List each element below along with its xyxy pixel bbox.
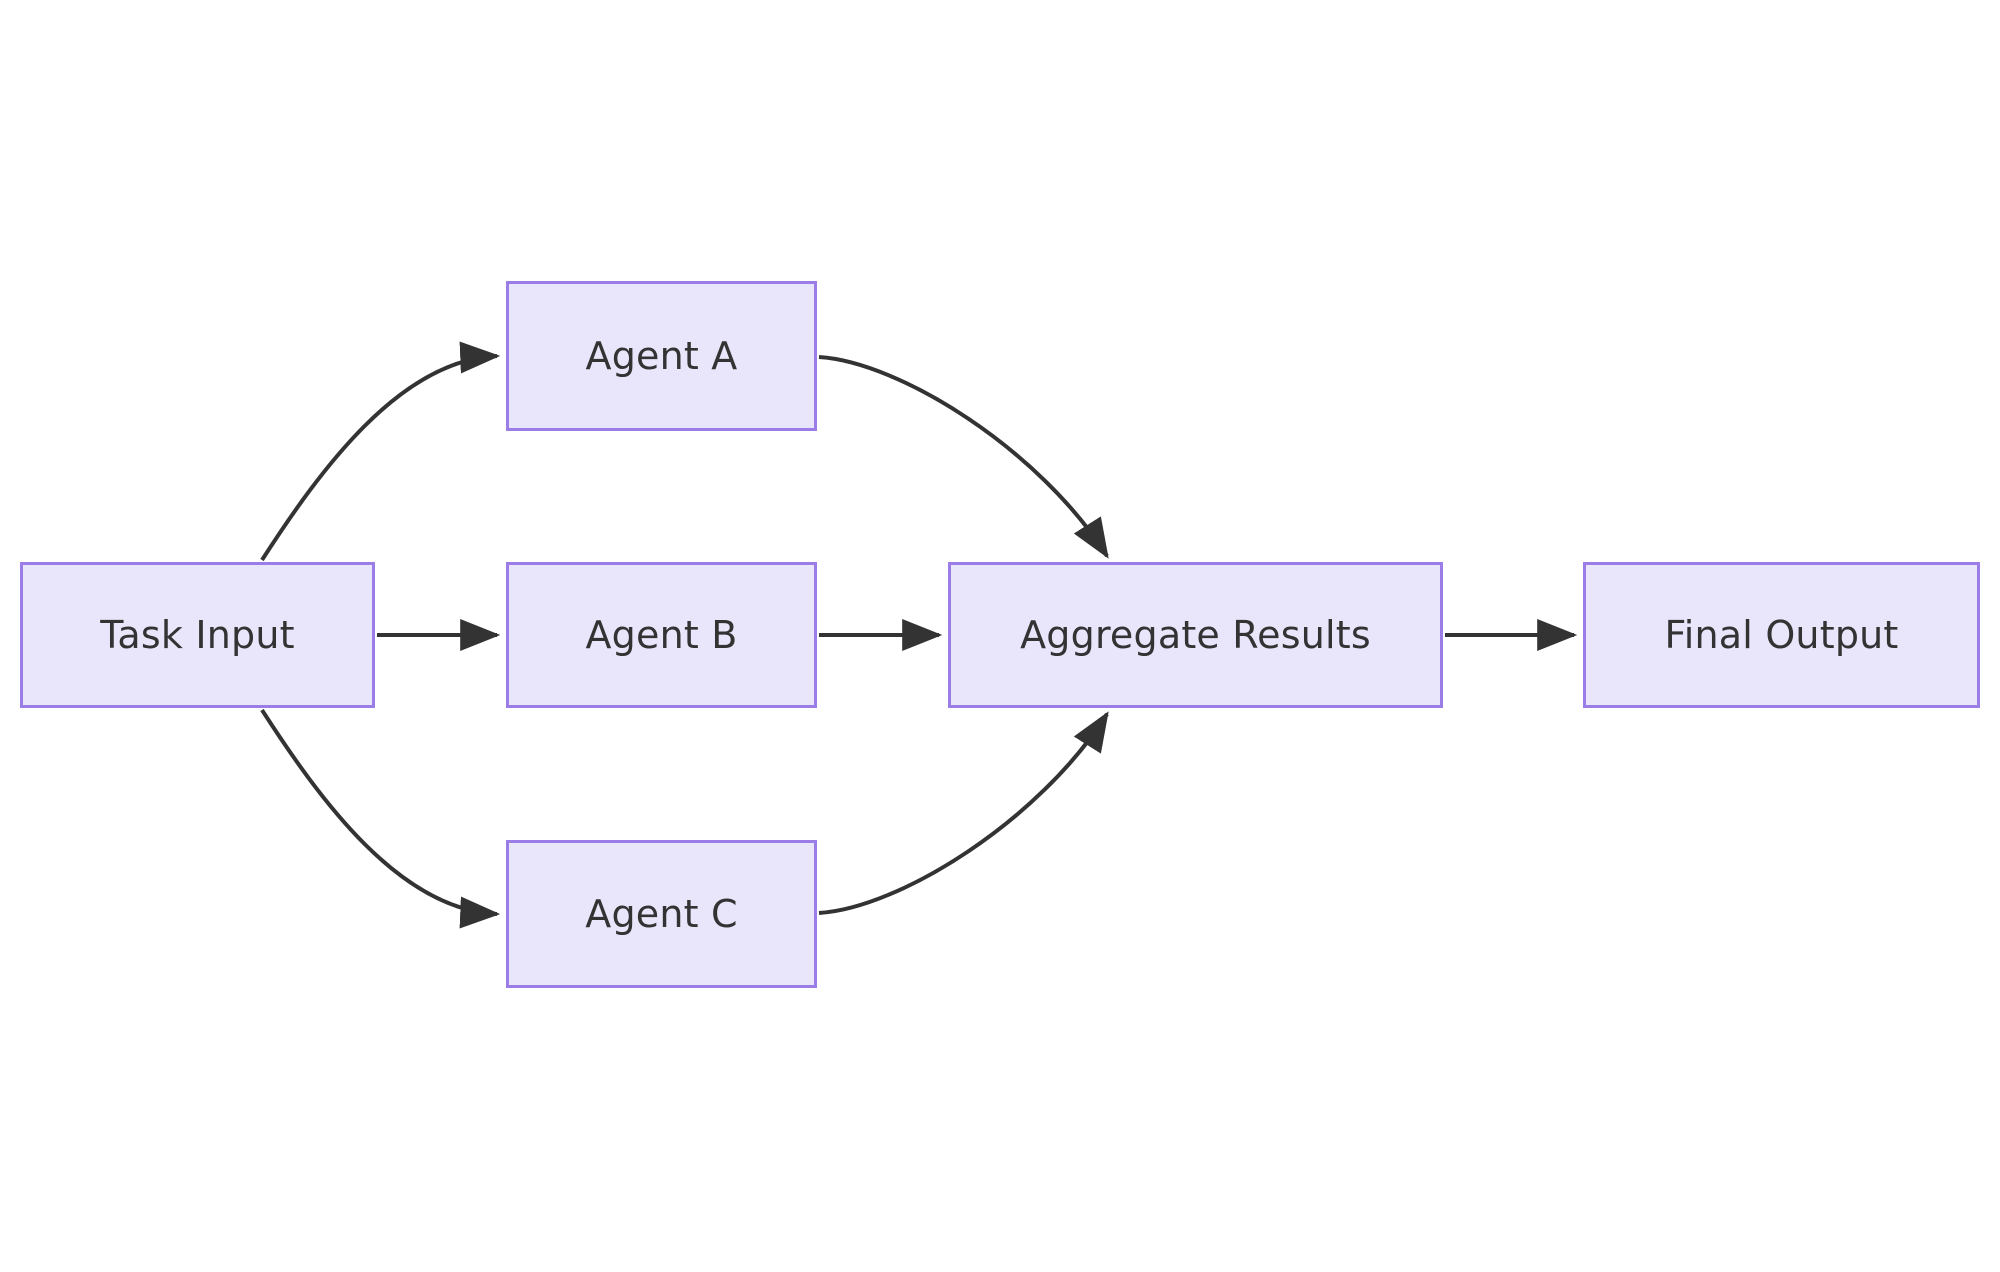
edge-agent-a-to-aggregate bbox=[818, 355, 1109, 559]
edge-task-input-to-agent-a bbox=[260, 341, 501, 562]
node-agent-b[interactable]: Agent B bbox=[506, 562, 817, 708]
node-final-output[interactable]: Final Output bbox=[1583, 562, 1980, 708]
node-agent-c[interactable]: Agent C bbox=[506, 840, 817, 988]
node-agent-c-label: Agent C bbox=[585, 892, 738, 936]
node-task-input-label: Task Input bbox=[100, 613, 295, 657]
node-task-input[interactable]: Task Input bbox=[20, 562, 375, 708]
node-final-output-label: Final Output bbox=[1664, 613, 1899, 657]
node-aggregate-results[interactable]: Aggregate Results bbox=[948, 562, 1443, 708]
edge-task-input-to-agent-c bbox=[260, 708, 501, 929]
node-agent-a[interactable]: Agent A bbox=[506, 281, 817, 431]
node-agent-b-label: Agent B bbox=[585, 613, 738, 657]
node-aggregate-results-label: Aggregate Results bbox=[1020, 613, 1371, 657]
node-agent-a-label: Agent A bbox=[585, 334, 738, 378]
edge-agent-c-to-aggregate bbox=[818, 711, 1109, 915]
